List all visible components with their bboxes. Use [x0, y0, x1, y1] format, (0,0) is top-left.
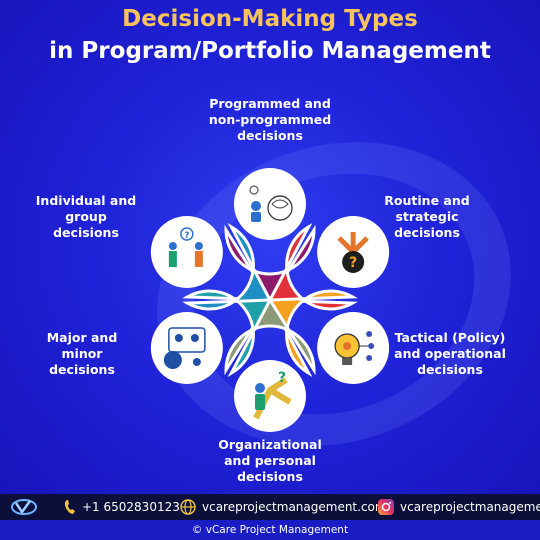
title-line-1: Decision-Making Types — [122, 6, 418, 32]
label-individual-line-3: decisions — [53, 225, 119, 240]
contact-bar: +1 6502830123 vcareprojectmanagement.com… — [0, 494, 540, 520]
path-choice-icon: ? — [253, 370, 292, 420]
website-url: vcareprojectmanagement.com — [202, 500, 387, 514]
label-individual-line-2: group — [65, 209, 107, 224]
brain-decision-icon — [249, 185, 293, 222]
question-arrows-icon: ? — [337, 232, 369, 273]
petal-icon-circle-programmed — [234, 168, 306, 240]
label-routine-line-3: decisions — [394, 225, 460, 240]
label-individual-line-1: Individual and — [35, 193, 137, 208]
label-major-line-3: decisions — [49, 362, 115, 377]
petal-organizational: ? — [224, 297, 316, 432]
title-line-2: in Program/Portfolio Management — [49, 38, 491, 64]
label-programmed-line-2: non-programmed — [208, 112, 332, 127]
svg-text:?: ? — [349, 255, 357, 271]
label-tactical: Tactical (Policy) and operational decisi… — [382, 330, 518, 378]
label-programmed-line-3: decisions — [237, 128, 303, 143]
label-programmed-line-1: Programmed and — [209, 96, 331, 111]
petal-individual: ? — [150, 216, 273, 311]
phone-contact[interactable]: +1 6502830123 — [64, 499, 180, 515]
label-individual-group: Individual and group decisions — [30, 193, 142, 241]
petal-shape-routine — [267, 222, 358, 311]
label-organizational: Organizational and personal decisions — [185, 437, 355, 485]
copyright-bar: © vCare Project Management — [0, 520, 540, 540]
label-tactical-line-3: decisions — [417, 362, 483, 377]
petal-shape-programmed — [224, 224, 316, 303]
label-routine-line-2: strategic — [395, 209, 459, 224]
globe-icon — [180, 499, 196, 515]
petal-shape-individual — [182, 222, 273, 311]
petal-tactical — [267, 289, 390, 384]
instagram-link[interactable]: vcareprojectmanagement — [378, 499, 540, 515]
lightbulb-gears-icon — [334, 331, 375, 365]
label-major-minor: Major and minor decisions — [30, 330, 134, 378]
people-choice-icon: ? — [168, 227, 203, 267]
svg-text:?: ? — [184, 231, 189, 241]
phone-icon — [64, 500, 75, 514]
label-major-line-2: minor — [61, 346, 103, 361]
copyright-icon: © — [191, 524, 203, 536]
petal-icon-circle-individual — [150, 216, 223, 288]
vcare-logo — [10, 497, 38, 517]
label-organizational-line-2: and personal — [224, 453, 316, 468]
copyright-text: vCare Project Management — [205, 524, 349, 536]
label-routine-line-1: Routine and — [384, 193, 470, 208]
petal-shape-organizational — [224, 297, 316, 376]
petal-major — [150, 289, 273, 384]
label-tactical-line-2: and operational — [394, 346, 506, 361]
instagram-handle: vcareprojectmanagement — [400, 500, 540, 514]
petal-icon-circle-major — [150, 312, 223, 384]
label-tactical-line-1: Tactical (Policy) — [394, 330, 506, 345]
label-major-line-1: Major and — [46, 330, 118, 345]
label-organizational-line-1: Organizational — [218, 437, 322, 452]
instagram-icon — [378, 499, 394, 515]
petal-shape-tactical — [267, 289, 358, 378]
website-link[interactable]: vcareprojectmanagement.com — [180, 499, 387, 515]
petal-routine: ? — [267, 216, 390, 311]
label-organizational-line-3: decisions — [237, 469, 303, 484]
petal-shape-major — [182, 289, 273, 378]
label-routine: Routine and strategic decisions — [372, 193, 482, 241]
vcare-logo-icon — [11, 499, 37, 515]
svg-text:?: ? — [278, 370, 286, 386]
team-meeting-icon — [163, 327, 206, 369]
petal-programmed — [224, 168, 316, 303]
label-programmed: Programmed and non-programmed decisions — [180, 96, 360, 144]
phone-number: +1 6502830123 — [82, 500, 180, 514]
